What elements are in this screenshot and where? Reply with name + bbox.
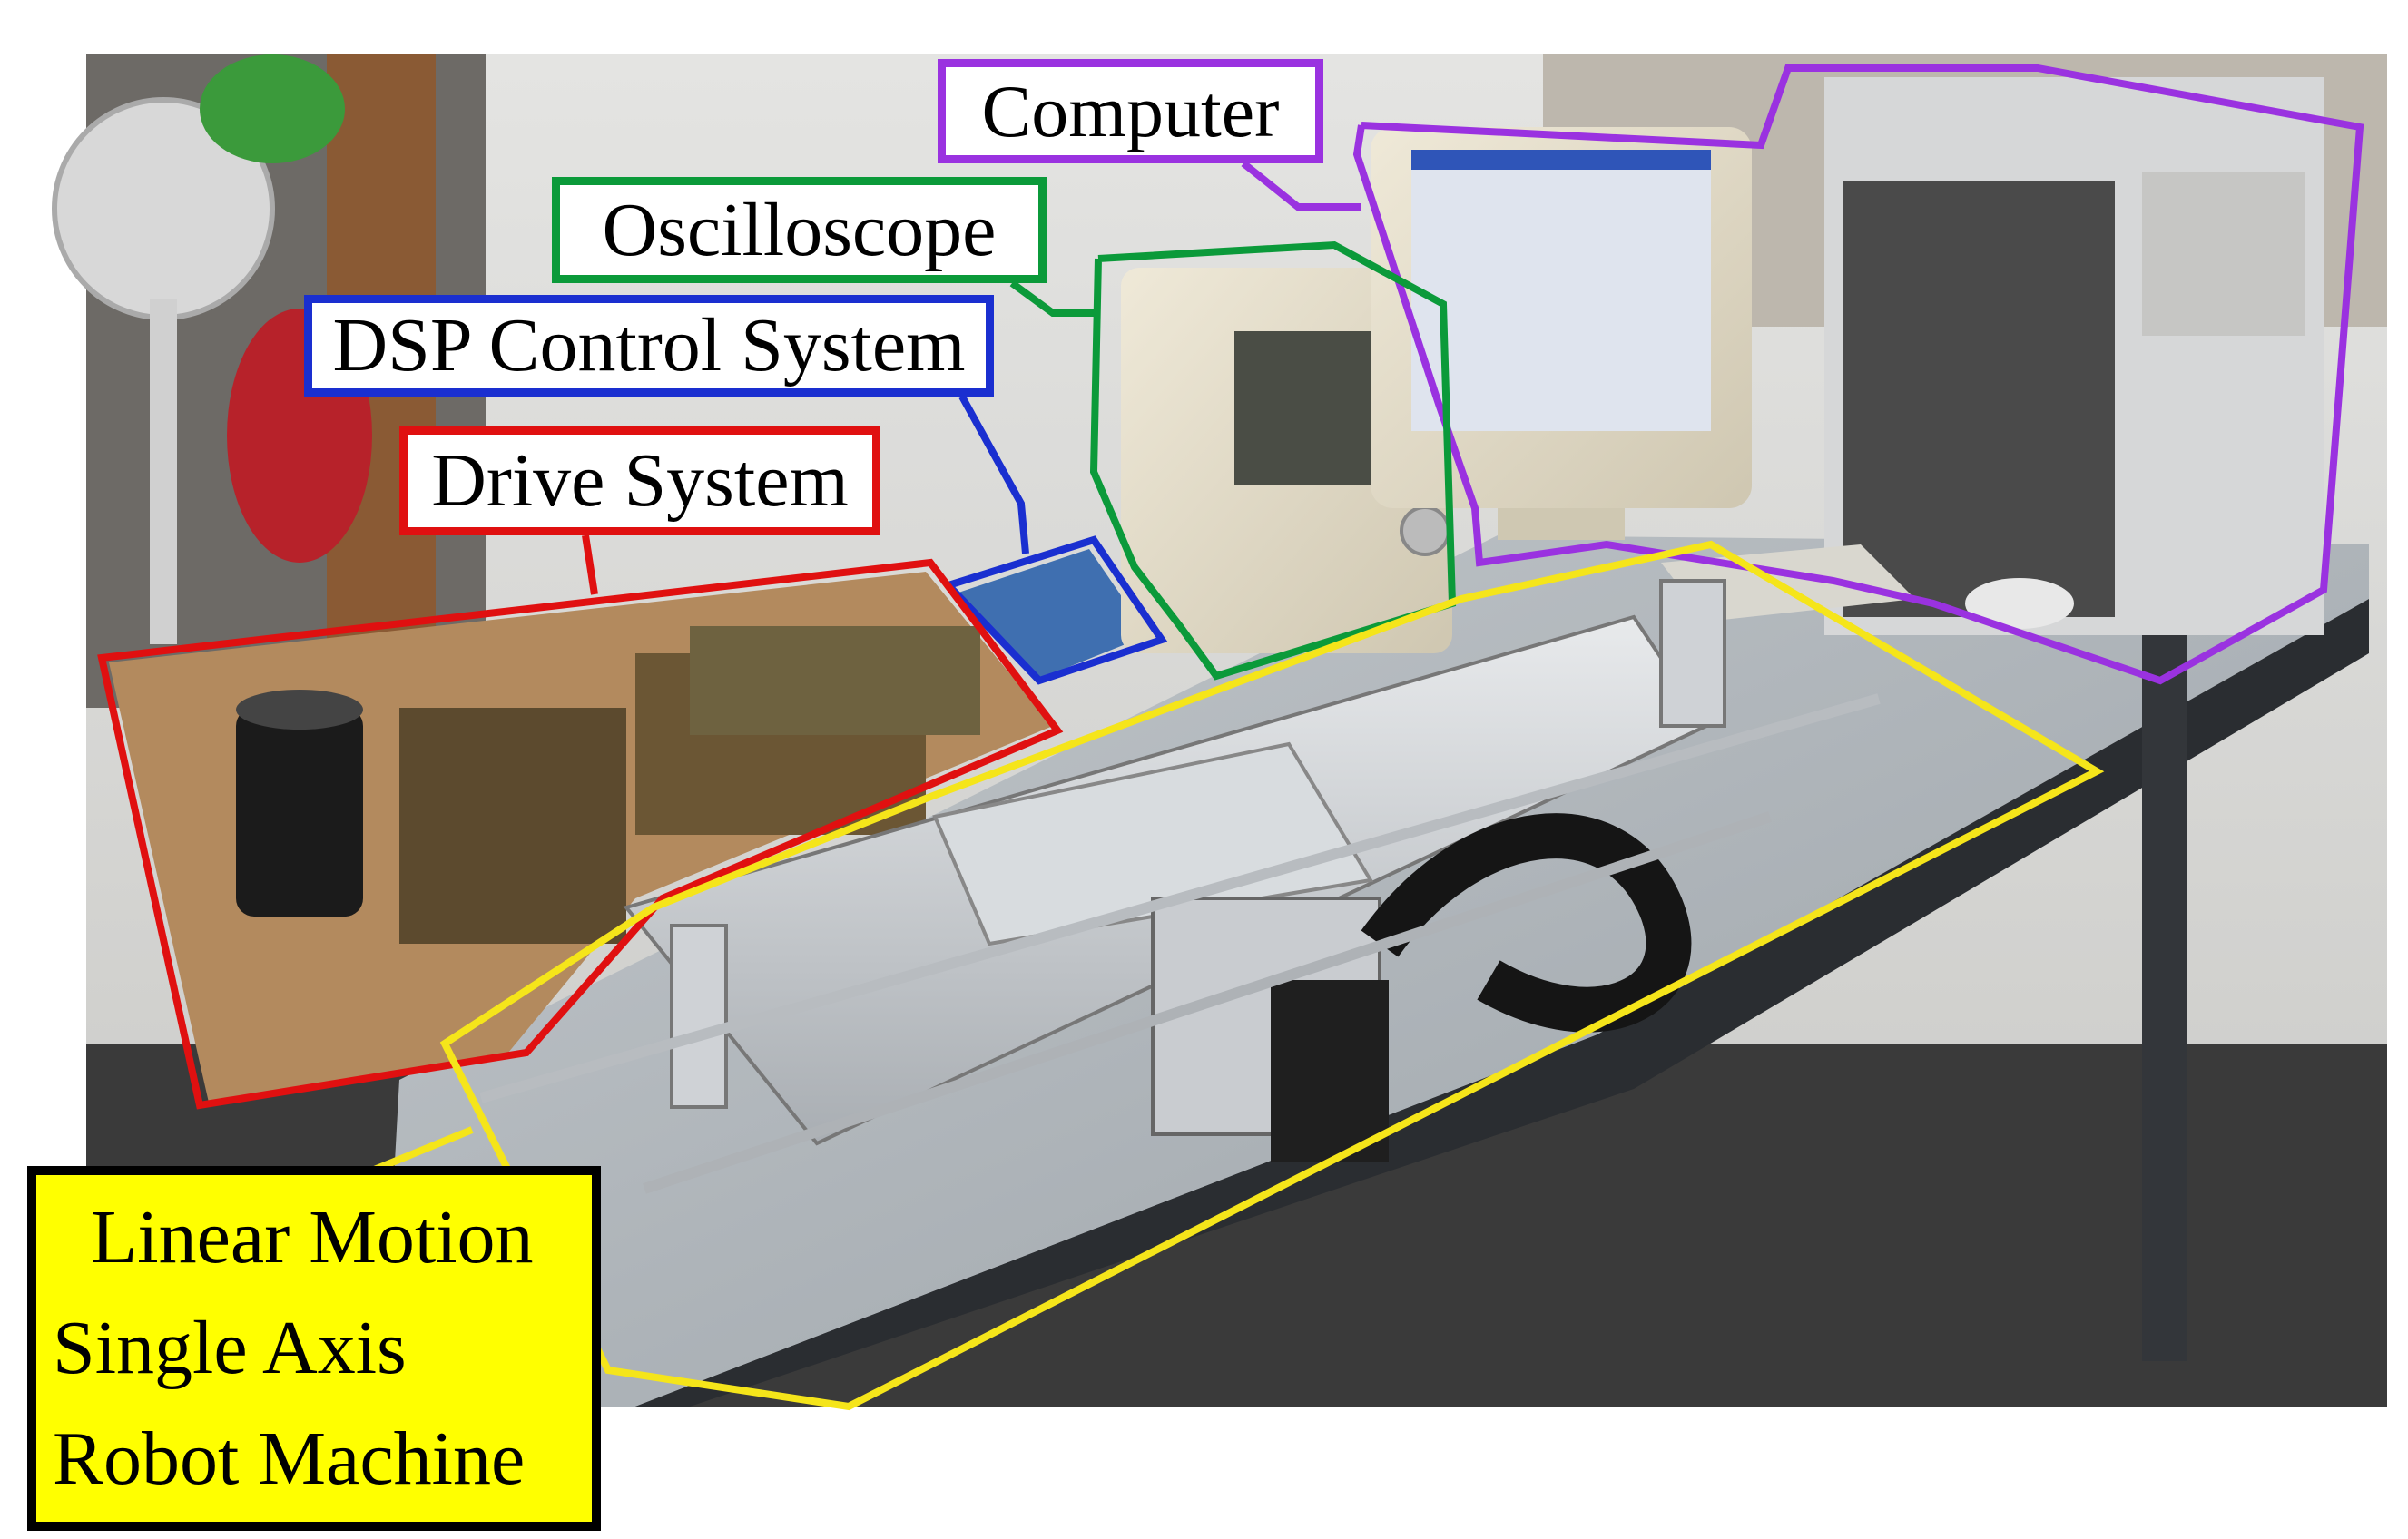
motor-top bbox=[236, 690, 363, 730]
robot-outline bbox=[439, 540, 2105, 1411]
mouse bbox=[1965, 578, 2074, 629]
monitor-stand bbox=[1498, 508, 1625, 540]
pc-drive-bays bbox=[2142, 172, 2305, 336]
drive-outline bbox=[97, 558, 1064, 1110]
robot-end-block-front bbox=[1271, 980, 1389, 1162]
dsp-control-system-label: DSP Control System bbox=[304, 295, 994, 397]
robot-leader bbox=[370, 1126, 474, 1174]
robot-carriage bbox=[932, 741, 1374, 946]
oscilloscope-label: Oscilloscope bbox=[552, 177, 1047, 283]
robot-machine-label: Linear Motion Single Axis Robot Machine bbox=[27, 1166, 601, 1531]
monitor-screen bbox=[1411, 150, 1711, 431]
computer-leader bbox=[1241, 160, 1361, 211]
desk-leg bbox=[2142, 635, 2187, 1361]
drive-leader bbox=[582, 534, 598, 595]
guide-rod-2 bbox=[643, 811, 1772, 1194]
motor-cylinder bbox=[236, 708, 363, 917]
oscilloscope-leader bbox=[1009, 279, 1098, 317]
cable-chain bbox=[1361, 813, 1692, 1033]
green-object bbox=[200, 54, 345, 163]
guide-rod bbox=[479, 693, 1881, 1103]
drive-system-label: Drive System bbox=[399, 426, 880, 535]
oscilloscope-outline bbox=[1089, 240, 1457, 681]
rail-end-plate-right bbox=[1659, 579, 1726, 728]
rail-end-plate-left bbox=[670, 924, 728, 1109]
robot-label-line-3: Robot Machine bbox=[53, 1416, 526, 1501]
dsp-outline bbox=[941, 535, 1168, 685]
oscilloscope-knob bbox=[1400, 505, 1450, 556]
pcb-board bbox=[399, 708, 626, 944]
dsp-board bbox=[953, 549, 1148, 681]
right-margin bbox=[2387, 0, 2408, 1539]
computer-label: Computer bbox=[938, 59, 1323, 163]
dsp-leader bbox=[958, 395, 1029, 554]
pcb-board-3 bbox=[690, 626, 980, 735]
fan-stand bbox=[150, 299, 177, 644]
monitor-titlebar bbox=[1411, 150, 1711, 170]
pc-tower-interior bbox=[1843, 181, 2115, 617]
robot-label-line-2: Single Axis bbox=[53, 1306, 407, 1390]
robot-label-line-1: Linear Motion bbox=[91, 1195, 534, 1279]
